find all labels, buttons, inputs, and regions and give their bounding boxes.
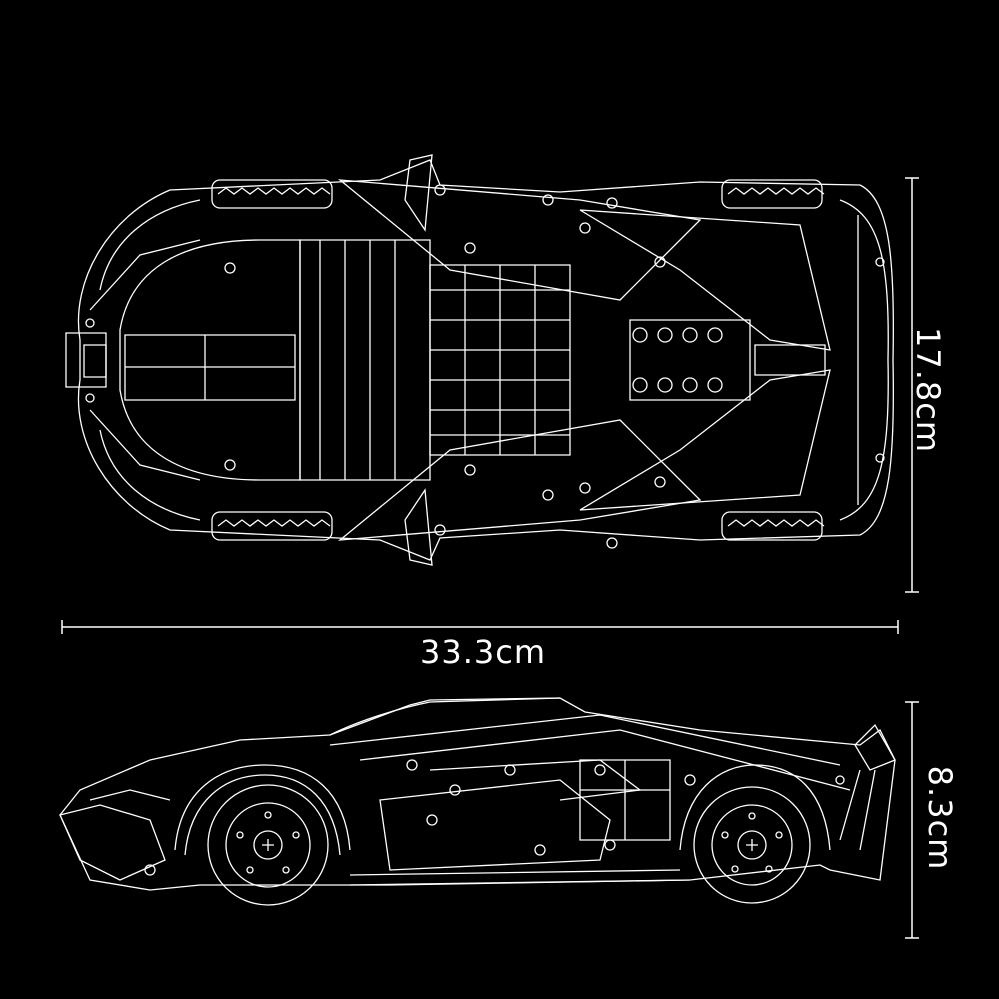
height-dimension-line <box>905 702 919 938</box>
top-door-lower <box>340 420 700 540</box>
side-rear-arch <box>680 765 830 850</box>
top-front-hood <box>120 240 300 480</box>
top-mirror-right <box>405 490 432 565</box>
side-front-nose <box>60 805 165 880</box>
top-rear-blade-lower <box>580 370 830 510</box>
top-body-outline <box>78 160 893 560</box>
side-front-wheel <box>208 785 328 905</box>
side-rear-wheel <box>694 787 810 903</box>
side-rear-wing <box>840 725 895 850</box>
top-door-upper <box>340 180 700 300</box>
side-front-arch <box>175 765 350 850</box>
top-front-bumper <box>66 333 106 387</box>
width-dimension-line <box>905 178 919 592</box>
car-top-view <box>66 155 893 565</box>
side-pins <box>145 760 844 875</box>
top-wheels <box>212 180 824 540</box>
side-door <box>380 780 610 870</box>
top-rear-blade-upper <box>580 210 830 350</box>
top-rear-end <box>840 200 888 520</box>
top-mirror-left <box>405 155 432 230</box>
top-engine <box>630 320 825 400</box>
top-cabin <box>430 265 570 455</box>
length-dimension-line <box>62 620 898 634</box>
height-label: 8.3cm <box>921 765 959 871</box>
side-roof <box>330 698 560 735</box>
top-pins <box>86 185 884 548</box>
side-body-outline <box>60 698 895 890</box>
car-side-view <box>60 698 895 905</box>
length-label: 33.3cm <box>419 633 546 671</box>
dimension-lines <box>62 178 919 938</box>
width-label: 17.8cm <box>909 326 947 454</box>
